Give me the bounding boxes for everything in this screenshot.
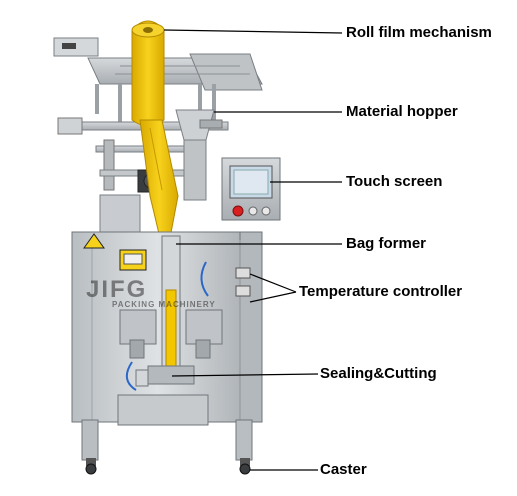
label-material-hopper: Material hopper — [346, 103, 458, 120]
label-bag-former: Bag former — [346, 235, 427, 252]
label-temperature-controller: Temperature controller — [299, 283, 463, 300]
leader-sealing — [171, 373, 319, 377]
leader-roll-film — [163, 29, 343, 34]
caster-wheels — [85, 458, 251, 475]
label-sealing-cutting: Sealing&Cutting — [320, 365, 437, 382]
main-cabinet — [71, 194, 263, 461]
roll-film-frame — [53, 20, 263, 239]
touch-screen-panel — [221, 157, 281, 221]
brand-watermark: JIFG — [86, 276, 148, 303]
label-caster: Caster — [320, 461, 367, 478]
leader-lines — [163, 29, 343, 471]
material-hopper — [175, 109, 223, 201]
label-roll-film-mechanism: Roll film mechanism — [346, 24, 492, 41]
leader-temp-1 — [249, 273, 297, 293]
leader-temp-2 — [249, 291, 297, 303]
label-touch-screen: Touch screen — [346, 173, 443, 190]
brand-watermark-subtitle: PACKING MACHINERY — [112, 300, 216, 309]
